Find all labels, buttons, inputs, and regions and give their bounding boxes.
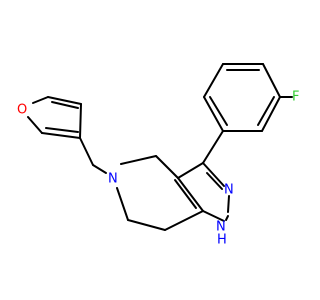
bond (164, 210, 204, 231)
bond (174, 179, 197, 209)
bond (202, 162, 225, 187)
bond (47, 96, 82, 105)
oxygen-label: O (17, 103, 27, 118)
bond (209, 96, 228, 126)
bond (120, 155, 157, 165)
bond (203, 96, 224, 132)
bond (41, 132, 81, 139)
atom-labels: F O N N N H (17, 90, 299, 248)
bond (51, 101, 79, 109)
bond (79, 137, 94, 166)
bond (257, 96, 275, 126)
bond (45, 127, 79, 133)
bond (261, 96, 281, 132)
bond (177, 162, 204, 179)
nh-nitrogen-label: N (216, 220, 226, 235)
bond (27, 116, 43, 134)
bond (177, 177, 204, 212)
bonds (27, 63, 293, 231)
bond (32, 96, 49, 104)
pyrazole-nitrogen-label: N (224, 183, 234, 198)
bond (203, 63, 224, 98)
bond (202, 130, 224, 164)
bond (262, 63, 281, 98)
structure-canvas: F O N N N H (17, 63, 299, 248)
bond (227, 195, 230, 213)
bond (225, 215, 229, 221)
bond (155, 155, 179, 179)
bond (92, 164, 107, 174)
bond (116, 187, 129, 221)
ring-nitrogen-label: N (108, 172, 118, 187)
bond (127, 219, 166, 231)
nh-hydrogen-label: H (217, 233, 227, 248)
bond (206, 172, 223, 190)
bond (79, 103, 82, 139)
bond (202, 210, 225, 222)
fluorine-label: F (292, 90, 299, 105)
molecule-drawing: F O N N N H (17, 63, 299, 248)
